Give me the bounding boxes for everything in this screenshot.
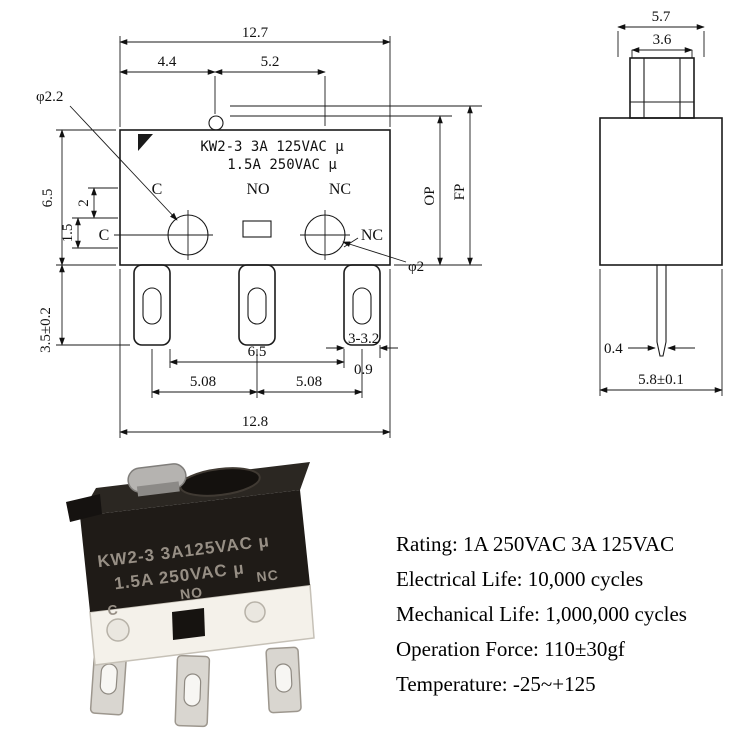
dimension-12-8: 12.8 (119, 269, 391, 438)
photo-base-hole-left (106, 618, 130, 642)
dimension-terminal-width: 3-3.2 0.9 (326, 331, 398, 378)
dimension-op: OP (230, 115, 482, 266)
dimension-5-7: 5.7 (617, 9, 705, 57)
svg-text:5.7: 5.7 (652, 9, 671, 25)
photo-base-hole-right (244, 601, 266, 623)
svg-text:5.8±0.1: 5.8±0.1 (638, 372, 684, 388)
svg-text:3.5±0.2: 3.5±0.2 (38, 307, 54, 353)
svg-text:5.08: 5.08 (296, 374, 322, 390)
spec-operation-force: Operation Force: 110±30gf (396, 637, 625, 661)
svg-text:12.8: 12.8 (242, 414, 268, 430)
product-photo: KW2-3 3A125VAC μ 1.5A 250VAC μ C NO NC (66, 462, 315, 728)
dimension-4-4: 4.4 (119, 54, 216, 114)
svg-text:φ2: φ2 (408, 259, 424, 275)
dimension-3-5: 3.5±0.2 (38, 264, 130, 353)
photo-body-front (80, 490, 310, 612)
photo-plunger (127, 463, 187, 497)
label-c: C (152, 181, 163, 198)
dimension-0-4: 0.4 (604, 341, 695, 357)
callout-c: C (99, 227, 163, 244)
svg-text:0.4: 0.4 (604, 341, 623, 357)
photo-terminal-right (265, 646, 302, 714)
terminal-no (238, 264, 276, 346)
label-no: NO (246, 181, 269, 198)
dimension-fp: FP (230, 105, 482, 266)
dimension-12-7: 12.7 (119, 25, 391, 127)
dimension-3-6: 3.6 (631, 32, 693, 58)
dimension-1-5: 1.5 (60, 217, 118, 249)
contact-hole-c (163, 210, 213, 260)
dimension-pitch-right: 5.08 (256, 349, 363, 398)
contact-hole-nc (300, 210, 350, 260)
svg-text:1.5: 1.5 (60, 224, 76, 243)
dimension-5-8: 5.8±0.1 (599, 269, 723, 396)
no-contact-window (242, 220, 272, 238)
label-nc: NC (329, 181, 351, 198)
svg-text:C: C (99, 227, 110, 244)
side-plunger-outline (629, 57, 695, 119)
dimension-pitch-left: 5.08 (151, 349, 258, 398)
svg-text:5.08: 5.08 (190, 374, 216, 390)
spec-rating: Rating: 1A 250VAC 3A 125VAC (396, 532, 675, 556)
photo-label-nc: NC (256, 566, 280, 585)
dimension-5-2: 5.2 (214, 54, 326, 126)
terminal-c (133, 264, 171, 346)
spec-electrical-life: Electrical Life: 10,000 cycles (396, 567, 644, 591)
callout-lever-hole: φ2.2 (36, 89, 178, 221)
terminal-nc (343, 264, 381, 346)
svg-text:4.4: 4.4 (158, 54, 177, 70)
spec-temperature: Temperature: -25~+125 (396, 672, 596, 696)
photo-label-c: C (107, 601, 120, 618)
photo-lever-block (66, 494, 102, 522)
side-view-drawing: 5.7 3.6 0.4 5.8±0.1 (599, 9, 723, 396)
svg-text:6.5: 6.5 (40, 189, 56, 208)
svg-text:12.7: 12.7 (242, 25, 269, 41)
svg-text:φ2.2: φ2.2 (36, 89, 63, 105)
svg-text:5.2: 5.2 (261, 54, 280, 70)
specs-panel: Rating: 1A 250VAC 3A 125VAC Electrical L… (396, 527, 687, 702)
dimension-2: 2 (76, 187, 118, 219)
svg-text:0.9: 0.9 (354, 362, 373, 378)
photo-base-tab (172, 608, 205, 640)
body-marking-line1: KW2-3 3A 125VAC μ (200, 139, 344, 155)
side-body-outline (599, 117, 723, 266)
svg-text:2: 2 (76, 199, 92, 207)
svg-text:3.6: 3.6 (653, 32, 672, 48)
front-view-drawing: KW2-3 3A 125VAC μ 1.5A 250VAC μ C NO NC … (36, 25, 482, 438)
spec-mechanical-life: Mechanical Life: 1,000,000 cycles (396, 602, 687, 626)
svg-text:OP: OP (422, 186, 438, 205)
photo-label-no: NO (179, 584, 204, 603)
body-marking-line2: 1.5A 250VAC μ (227, 157, 337, 173)
technical-drawing: KW2-3 3A 125VAC μ 1.5A 250VAC μ C NO NC … (36, 9, 723, 438)
plunger-outline (208, 115, 224, 131)
side-terminal-pin (656, 265, 667, 357)
lever-mount-mark (138, 134, 153, 151)
photo-terminal-middle (174, 654, 211, 728)
callout-hole: φ2 (342, 241, 424, 275)
svg-text:FP: FP (452, 184, 468, 201)
svg-text:3-3.2: 3-3.2 (348, 331, 379, 347)
dimension-6-5-left: 6.5 (40, 129, 116, 266)
svg-text:NC: NC (361, 227, 383, 244)
